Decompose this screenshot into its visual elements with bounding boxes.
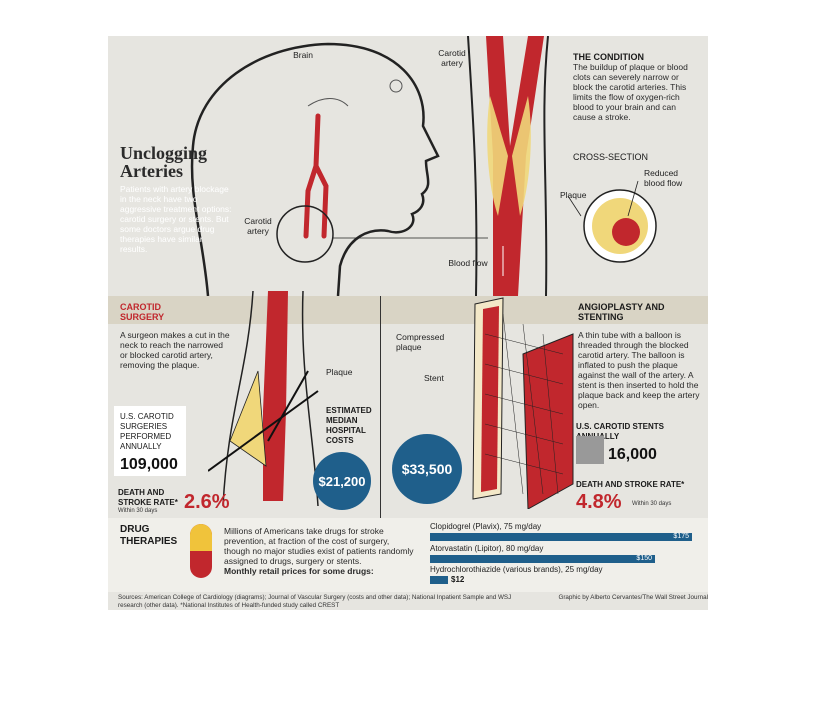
drug-bar-0: $175 <box>430 533 692 541</box>
head-artery <box>303 113 329 239</box>
stent-rate-sub: Within 30 days <box>632 501 672 507</box>
sources-text: Sources: American College of Cardiology … <box>118 594 512 609</box>
carotid-artery-top-label: Carotid artery <box>438 48 466 68</box>
infographic-panel: Unclogging Arteries Patients with artery… <box>108 36 708 610</box>
intro-text: Patients with artery blockage in the nec… <box>120 184 232 254</box>
credit-text: Graphic by Alberto Cervantes/The Wall St… <box>558 594 708 601</box>
blood-flow-label: Blood flow <box>448 258 488 268</box>
stent-rate-label: DEATH AND STROKE RATE* <box>576 480 685 489</box>
drug-label-2: Hydrochlorothiazide (various brands), 25… <box>430 565 603 574</box>
surgery-rate-label: DEATH AND STROKE RATE* <box>118 488 178 507</box>
section-divider <box>380 296 381 518</box>
page-title: Unclogging Arteries <box>120 143 208 181</box>
drug-text-bold: Monthly retail prices for some drugs: <box>224 566 374 576</box>
stent-label: Stent <box>424 373 444 383</box>
stenting-text: A thin tube with a balloon is threaded t… <box>578 330 700 410</box>
surgery-rate-value: 2.6% <box>184 491 230 513</box>
condition-heading: THE CONDITION <box>573 52 644 62</box>
magnifier-circle <box>276 205 334 263</box>
drug-price-2: $12 <box>451 575 465 584</box>
head-outline <box>190 42 440 296</box>
reduced-blood-flow-label: Reduced blood flow <box>644 168 683 188</box>
anatomy-illustration <box>108 36 708 296</box>
hospital-costs-label: ESTIMATED MEDIAN HOSPITAL COSTS <box>326 406 372 445</box>
plaque-deposit <box>487 96 531 216</box>
stent-cost-badge: $33,500 <box>392 434 462 504</box>
surgery-annual-label: U.S. CAROTID SURGERIES PERFORMED ANNUALL… <box>120 412 174 451</box>
drug-label-0: Clopidogrel (Plavix), 75 mg/day <box>430 522 542 531</box>
surgery-illustration <box>208 291 319 506</box>
stenting-heading: ANGIOPLASTY AND STENTING <box>578 302 665 322</box>
carotid-artery-left-label: Carotid artery <box>244 216 272 236</box>
drug-bar-1: $150 <box>430 555 655 563</box>
surgery-text: A surgeon makes a cut in the neck to rea… <box>120 330 230 370</box>
surgery-cost-badge: $21,200 <box>313 452 371 510</box>
neck-outline <box>467 36 549 296</box>
drug-label-1: Atorvastatin (Lipitor), 80 mg/day <box>430 544 544 553</box>
pill-icon <box>190 524 212 578</box>
compressed-plaque-label: Compressed plaque <box>396 332 445 352</box>
drug-heading: DRUG THERAPIES <box>120 524 178 547</box>
stent-illustration <box>472 297 574 509</box>
surgery-stat-box <box>114 406 186 476</box>
drug-bar-2 <box>430 576 448 584</box>
section-band <box>108 296 708 324</box>
stent-annual-value: 16,000 <box>608 446 657 463</box>
surgery-rate-sub: Within 30 days <box>118 508 158 514</box>
condition-text: The buildup of plaque or blood clots can… <box>573 62 688 122</box>
brain-label: Brain <box>293 50 313 60</box>
plaque-label: Plaque <box>560 190 587 200</box>
stent-rate-value: 4.8% <box>576 491 622 513</box>
surgery-heading: CAROTID SURGERY <box>120 302 165 322</box>
surgery-plaque-label: Plaque <box>326 367 353 377</box>
cross-section-heading: CROSS-SECTION <box>573 152 649 162</box>
surgery-annual-value: 109,000 <box>120 456 178 473</box>
drug-text: Millions of Americans take drugs for str… <box>224 526 414 566</box>
stent-stat-box <box>576 436 604 464</box>
